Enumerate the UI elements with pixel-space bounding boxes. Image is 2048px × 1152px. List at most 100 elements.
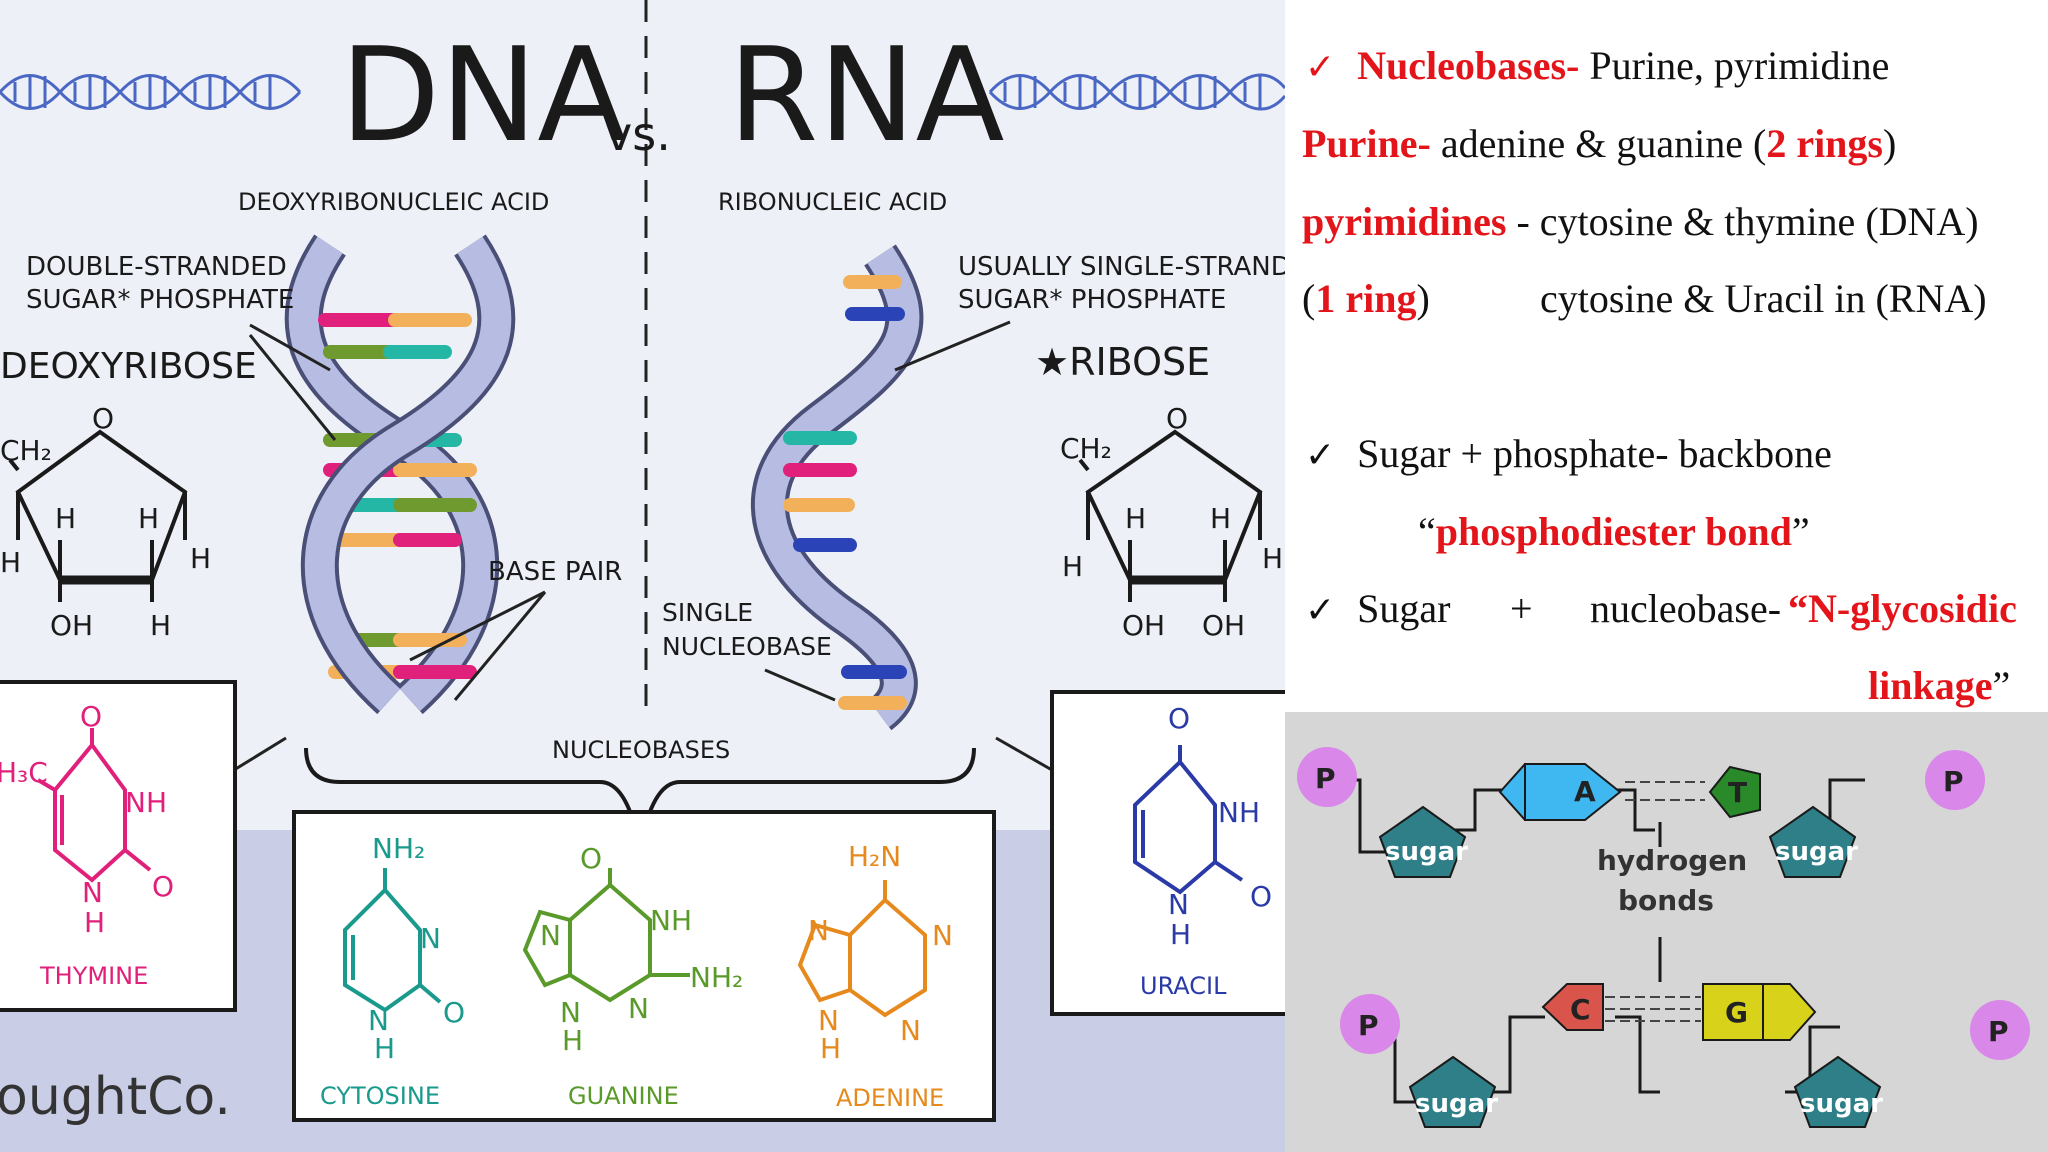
base-g-label: G [1725,996,1748,1029]
uracil-h: H [1170,918,1191,951]
sugar-top-right [1768,805,1857,878]
hydrogen-label-2: bonds [1618,884,1714,917]
one-ring-label: 1 ring [1315,276,1417,321]
sugar-h: H [150,609,171,642]
pointer-line [248,334,337,441]
guanine-nh: NH [650,904,692,937]
left-helix-icon [0,74,302,110]
sugar-label: sugar [1385,837,1468,867]
dna-vs-rna-illustration: DNA vs. RNA DEOXYRIBONUCLEIC ACID RIBONU… [0,0,1285,1152]
guanine-base-icon [1762,983,1817,1041]
uracil-o2: O [1250,880,1272,913]
phosphate-label: P [1988,1015,2009,1048]
deoxyribose-ring [8,429,188,602]
sugar-oh: OH [1122,609,1165,642]
cytosine-nh2: NH₂ [372,832,425,865]
pointer-line [894,320,1011,372]
guanine-name: GUANINE [568,1082,679,1110]
note-text: ( [1302,276,1316,321]
adenine-h: H [820,1032,841,1065]
hbond-dashes-bottom [1605,996,1701,1022]
cytosine-name: CYTOSINE [320,1082,440,1110]
dna-full-name: DEOXYRIBONUCLEIC ACID [238,188,549,216]
ribose-ring [1078,429,1263,602]
sugar-bottom-left [1408,1055,1497,1128]
thymine-base-icon [1708,765,1761,819]
sugar-o: O [92,402,114,435]
dna-strand-label-2: SUGAR* PHOSPHATE [26,285,294,315]
adenine-n4: N [818,1004,839,1037]
note-line-3: pyrimidines - cytosine & thymine (DNA) [1302,198,1979,245]
illustration-canvas: DNA vs. RNA DEOXYRIBONUCLEIC ACID RIBONU… [0,0,1285,1152]
note-text: adenine & guanine ( [1430,121,1767,166]
note-line-1: ✓Nucleobases- Purine, pyrimidine [1305,42,1889,89]
base-pair-label: BASE PAIR [488,557,622,587]
rna-strand-label-2: SUGAR* PHOSPHATE [958,285,1226,315]
cytosine-n2: N [368,1004,389,1037]
note-text: “ [1418,509,1436,554]
thymine-structure [36,728,152,883]
sugar-h: H [190,542,211,575]
sugar-h: H [1062,550,1083,583]
base-c-label: C [1570,993,1591,1026]
sugar-h: H [0,546,21,579]
adenine-n: N [932,919,953,952]
nucleobases-box [292,810,996,1122]
note-text: ” [1992,663,2011,708]
pointer-line [995,736,1053,772]
adenine-n3: N [900,1014,921,1047]
base-t-label: T [1728,776,1747,809]
sugar-bottom-right [1793,1055,1882,1128]
phosphate-label: P [1943,765,1964,798]
uracil-name: URACIL [1140,972,1227,1000]
dna-double-helix [284,234,516,715]
pyrimidines-label: pyrimidines [1302,199,1507,244]
right-helix-icon [988,73,1285,111]
uracil-o: O [1168,702,1190,735]
watermark: oughtCo. [0,1067,231,1127]
sugar-oh: OH [50,609,93,642]
pointer-line [764,668,836,702]
sugar-oh: OH [1202,609,1245,642]
sugar-top-left [1378,805,1467,878]
thymine-nh: NH [125,786,167,819]
sugar-h: H [138,502,159,535]
guanine-n3: N [560,996,581,1029]
note-line-4b: cytosine & Uracil in (RNA) [1540,275,1987,322]
uracil-box [1050,690,1285,1016]
note-line-5: ✓Sugar + phosphate- backbone [1305,430,1832,477]
thymine-o2: O [152,870,174,903]
thymine-box [0,680,237,1012]
rna-full-name: RIBONUCLEIC ACID [718,188,947,216]
note-text: ) [1416,276,1430,321]
title-dna: DNA [340,19,626,171]
phosphate-top-right [1925,750,1985,810]
sugar-label: sugar [1775,837,1858,867]
backbone-lines [1325,778,1865,1104]
note-text: nucleobase- [1590,586,1782,631]
note-line-7: ✓Sugar [1305,585,1451,632]
bonds-canvas: P P sugar sugar A T hydrogen bonds P P s… [1297,747,2030,1128]
adenine-h2n: H₂N [848,840,901,873]
sugar-h: H [55,502,76,535]
guanine-h: H [562,1024,583,1057]
note-line-2: Purine- adenine & guanine (2 rings) [1302,120,1896,167]
sugar-o: O [1166,402,1188,435]
note-text: Purine, pyrimidine [1579,43,1890,88]
adenine-name: ADENINE [836,1084,944,1112]
check-icon: ✓ [1305,47,1336,88]
dna-strand-label-1: DOUBLE-STRANDED [26,252,287,282]
base-a-label: A [1574,775,1596,808]
hydrogen-bonds-diagram: P P sugar sugar A T hydrogen bonds P P s… [1285,712,2048,1152]
phosphate-top-left [1297,747,1357,807]
thymine-h: H [84,906,105,939]
sugar-label: sugar [1415,1089,1498,1119]
linkage-label: linkage [1868,663,1993,708]
purine-label: Purine- [1302,121,1431,166]
note-text: “ [1788,586,1808,631]
notes-panel: ✓Nucleobases- Purine, pyrimidine Purine-… [1285,0,2048,712]
sugar-ch2: CH₂ [0,434,52,467]
pointer-line [233,736,287,772]
sugar-ch2: CH₂ [1060,432,1112,465]
cytosine-structure [343,868,442,1013]
